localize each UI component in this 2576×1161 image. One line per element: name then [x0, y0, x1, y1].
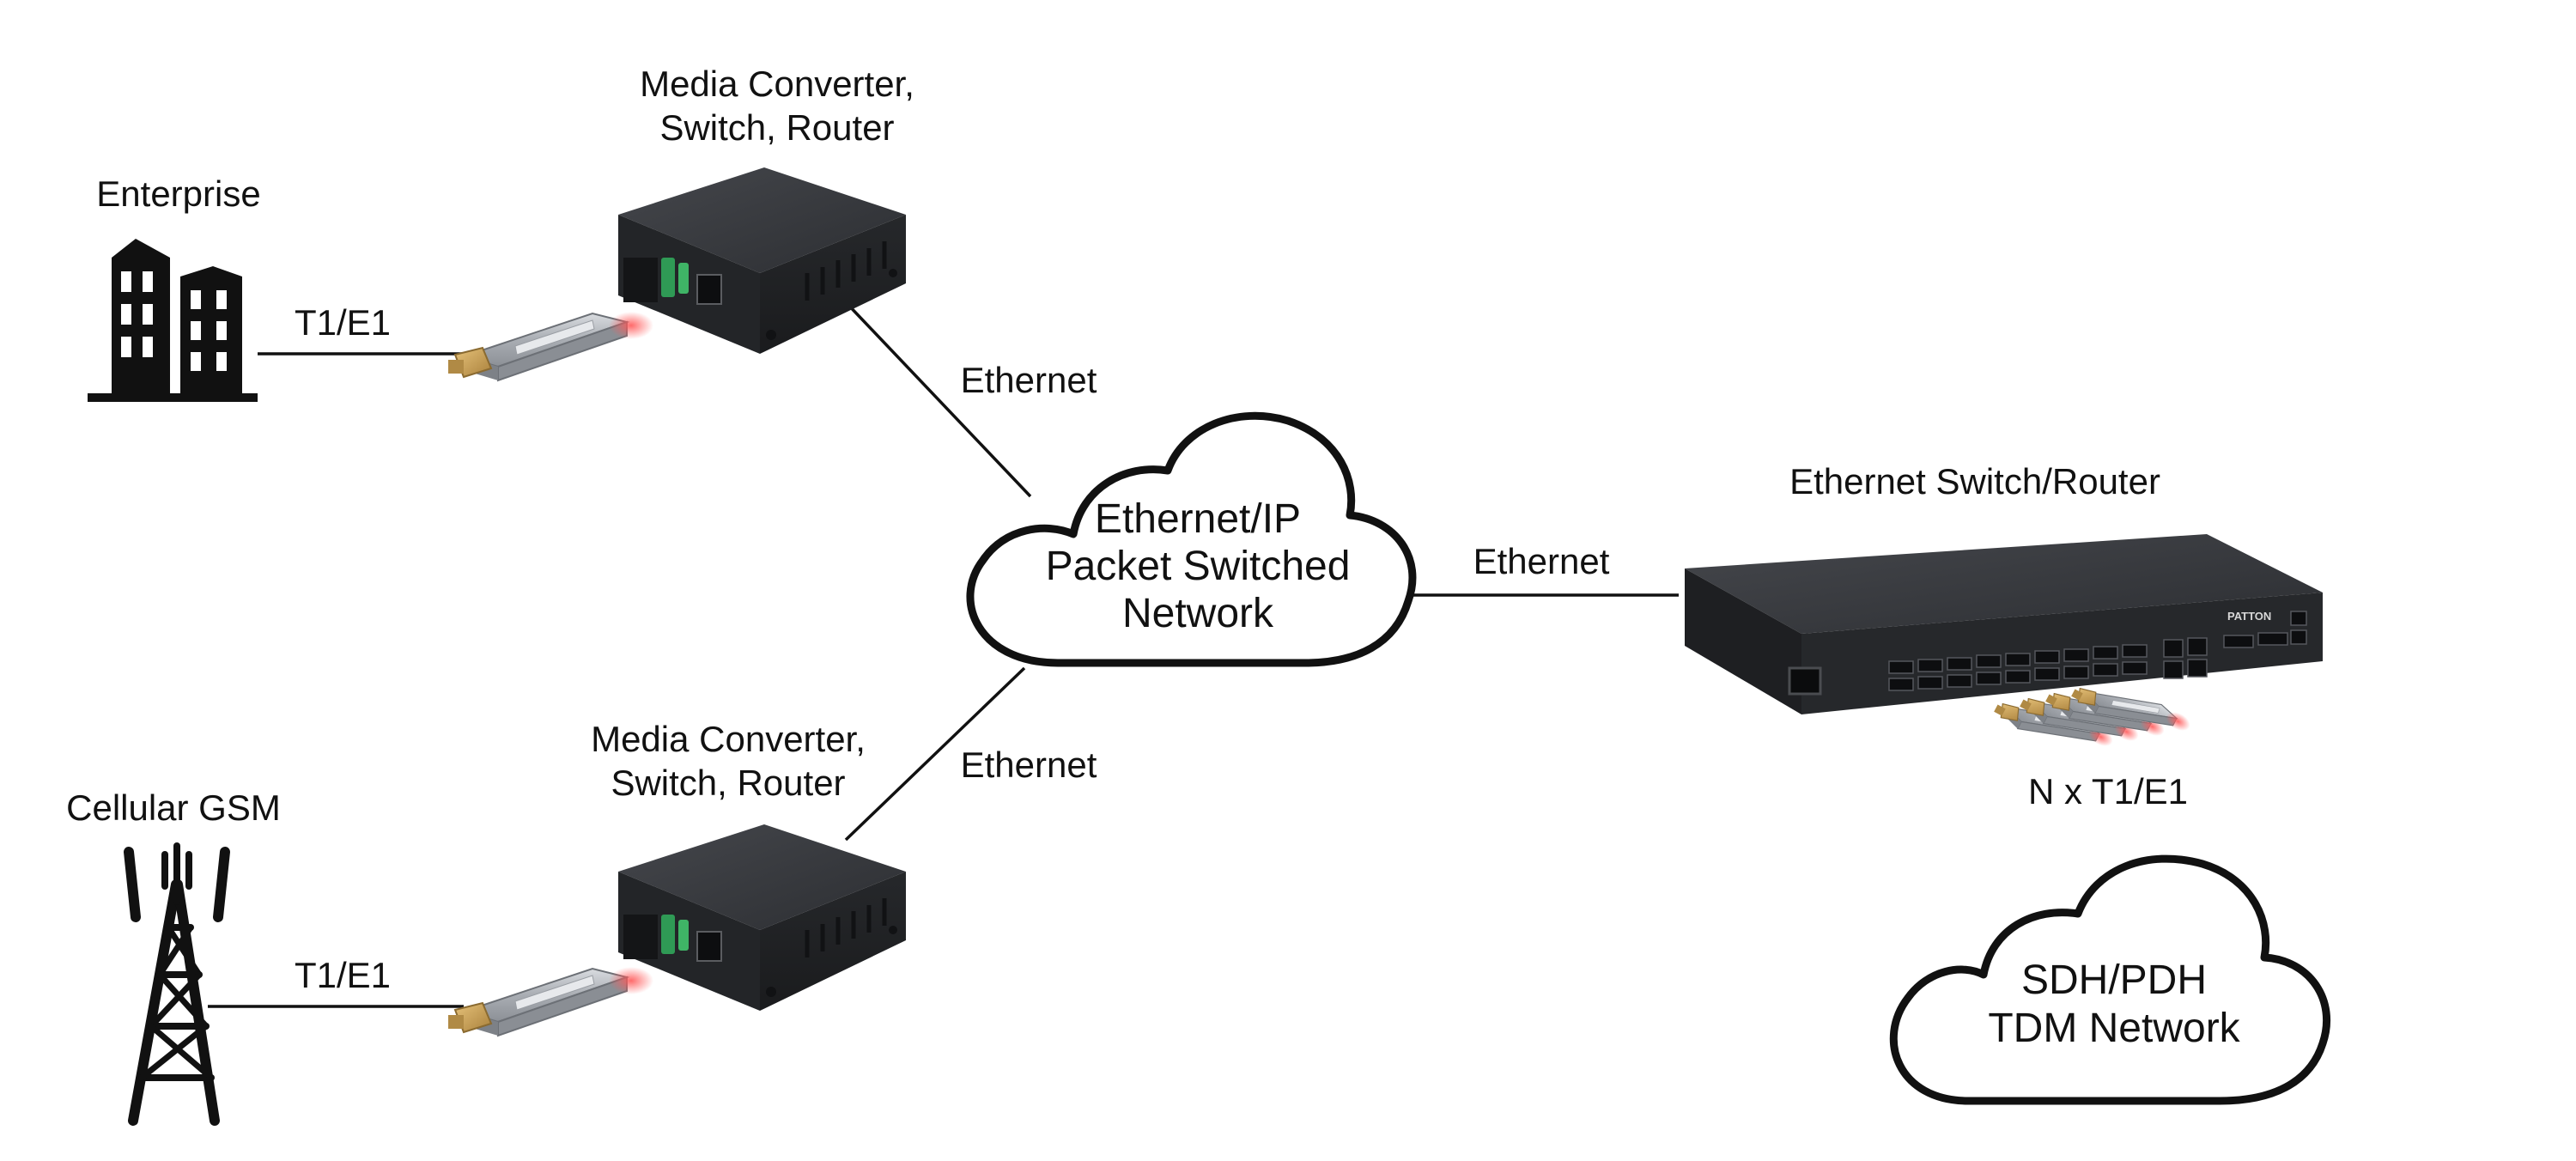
- ethernet-right-label: Ethernet: [1473, 541, 1610, 581]
- tdm-network-cloud: SDH/PDH TDM Network: [1889, 854, 2330, 1105]
- ethernet-top-label: Ethernet: [961, 360, 1097, 400]
- switch-router-label: Ethernet Switch/Router: [1789, 461, 2160, 501]
- device-brand-label: PATTON: [2227, 610, 2271, 623]
- t1e1-bottom-label: T1/E1: [295, 955, 391, 995]
- enterprise-building-icon: [88, 239, 258, 402]
- ethernet-bottom-label: Ethernet: [961, 745, 1097, 785]
- packet-cloud-line-2: Packet Switched: [1046, 544, 1351, 589]
- cellular-gsm-label: Cellular GSM: [66, 787, 281, 828]
- wire-media-bottom-cloud: [844, 666, 1026, 842]
- media-top-line-2: Switch, Router: [659, 107, 894, 148]
- sfp-module-bottom: [447, 966, 654, 1036]
- enterprise-label: Enterprise: [96, 173, 260, 214]
- media-top-line-1: Media Converter,: [640, 64, 914, 104]
- ethernet-switch-router: PATTON: [1685, 534, 2323, 714]
- packet-switched-network-cloud: Ethernet/IP Packet Switched Network: [966, 411, 1417, 667]
- media-bottom-line-1: Media Converter,: [591, 719, 866, 759]
- cell-tower-icon: [124, 842, 230, 1126]
- wire-media-top-cloud: [844, 301, 1032, 498]
- media-bottom-line-2: Switch, Router: [611, 763, 845, 803]
- media-converter-bottom: [618, 824, 906, 1011]
- packet-cloud-line-3: Network: [1122, 591, 1274, 636]
- n-t1e1-label: N x T1/E1: [2028, 771, 2188, 811]
- packet-cloud-line-1: Ethernet/IP: [1095, 496, 1301, 542]
- t1e1-top-label: T1/E1: [295, 302, 391, 343]
- sfp-module-top: [447, 311, 654, 381]
- tdm-cloud-line-2: TDM Network: [1988, 1006, 2240, 1051]
- tdm-cloud-line-1: SDH/PDH: [2021, 957, 2207, 1003]
- media-converter-top: [618, 167, 906, 354]
